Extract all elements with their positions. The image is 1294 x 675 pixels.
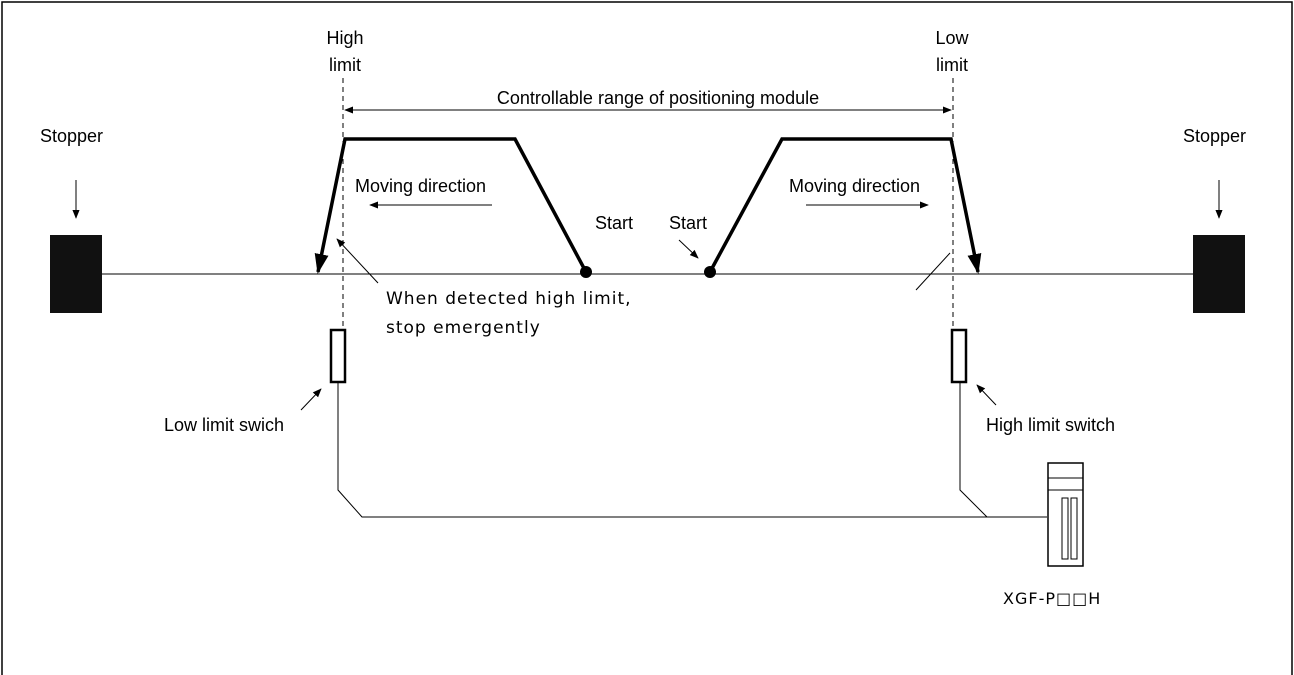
start-point-left	[580, 266, 592, 278]
moving-direction-left-label: Moving direction	[355, 176, 486, 196]
wire-high-limit-switch	[959, 382, 988, 518]
high-limit-label-line1: High	[326, 28, 363, 48]
module-name-label: XGF-P□□H	[1003, 589, 1101, 608]
emergency-stop-pointer-right	[915, 252, 951, 291]
high-limit-switch-label: High limit switch	[986, 415, 1115, 435]
start-left-label: Start	[595, 213, 633, 233]
wire-low-limit-switch	[337, 382, 1047, 518]
low-limit-switch-label: Low limit swich	[164, 415, 284, 435]
stopper-right-icon	[1193, 235, 1245, 313]
low-limit-label-line1: Low	[935, 28, 969, 48]
low-limit-label-line2: limit	[936, 55, 968, 75]
right-speed-profile	[708, 137, 982, 274]
stopper-right-label: Stopper	[1183, 126, 1246, 146]
start-point-right	[704, 266, 716, 278]
moving-direction-right-label: Moving direction	[789, 176, 920, 196]
high-limit-switch-pointer-icon	[976, 384, 997, 406]
left-speed-profile	[314, 137, 588, 274]
stopper-left-label: Stopper	[40, 126, 103, 146]
high-limit-label-line2: limit	[329, 55, 361, 75]
stopper-left-icon	[50, 235, 102, 313]
emergency-stop-pointer-icon	[336, 238, 379, 284]
low-limit-switch-icon	[329, 328, 347, 384]
high-limit-switch-icon	[950, 328, 968, 384]
emergency-stop-label-line2: stop emergently	[386, 318, 541, 338]
controllable-range-label: Controllable range of positioning module	[497, 88, 819, 108]
start-right-label: Start	[669, 213, 707, 233]
positioning-module-icon	[1047, 462, 1084, 567]
low-limit-switch-pointer-icon	[300, 388, 322, 411]
start-right-pointer-icon	[678, 239, 699, 259]
emergency-stop-label-line1: When detected high limit,	[386, 289, 632, 309]
